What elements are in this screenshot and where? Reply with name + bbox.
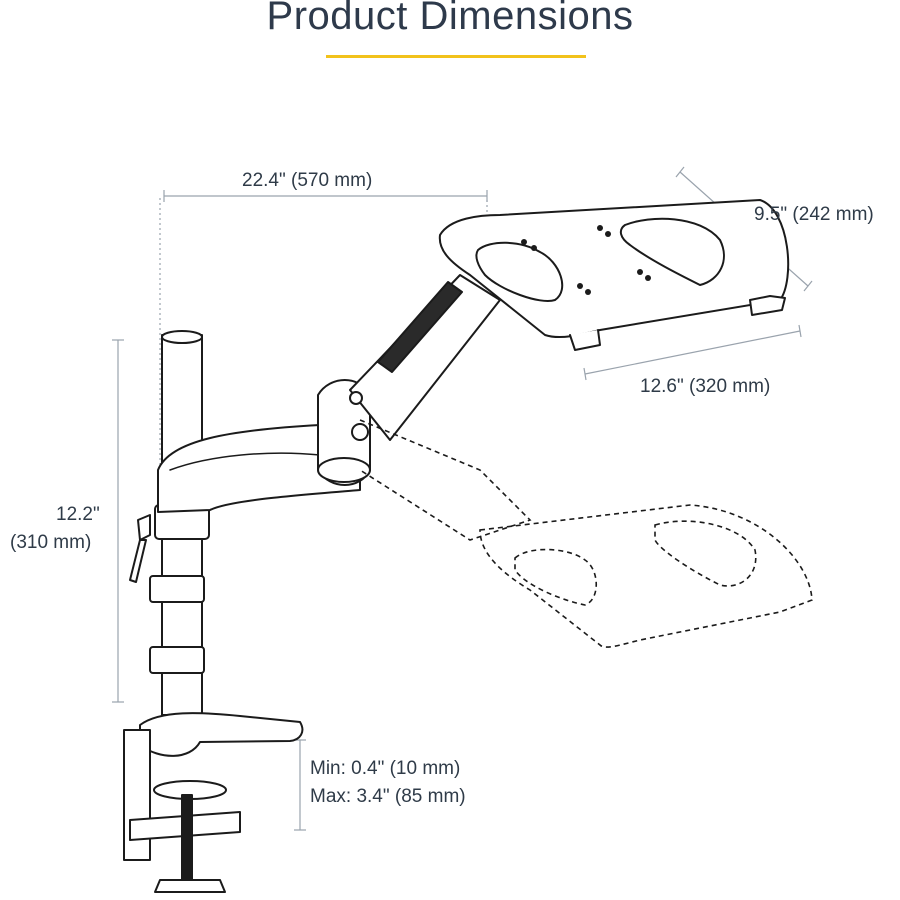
alt-position-outline [359,419,813,648]
tray-width-dimension-line [584,330,801,375]
arm-cover-slot [377,281,463,373]
clamp-top-plate [139,712,304,757]
clamp-handle [154,879,226,893]
title-underline [326,55,586,58]
clamp-min-label: Min: 0.4" (10 mm) [310,758,461,779]
upper-arm [349,274,501,441]
tray-width-dimension-label: 12.6" (320 mm) [640,376,771,397]
height-dimension-label-inch: 12.2" [56,504,100,525]
tray-depth-dimension-label: 9.5" (242 mm) [754,204,874,225]
clamp-body [123,729,151,861]
tray-lip-right [749,295,786,316]
clamp-max-label: Max: 3.4" (85 mm) [310,786,466,807]
tray-cutout-left [475,241,564,302]
lock-knob [137,514,151,541]
height-dimension-label-mm: (310 mm) [10,532,92,553]
cable-clip-2 [149,646,205,674]
alt-tray-outline [479,504,813,648]
clamp-screw [181,794,193,886]
width-dimension-label: 22.4" (570 mm) [242,170,373,191]
pole-top [161,330,203,344]
page-title: Product Dimensions [266,0,634,38]
tray-cutout-right [619,217,725,286]
tilt-screw [351,423,369,441]
tray-lip-left [569,329,601,351]
cable-clip-1 [149,575,205,603]
